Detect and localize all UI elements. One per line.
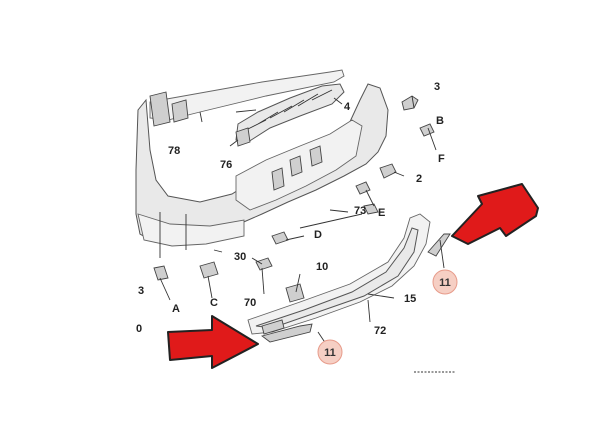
red-arrow-right-icon	[451, 183, 539, 245]
callout-0: 0	[136, 323, 142, 335]
red-arrow-bottom-icon	[167, 315, 259, 369]
bumper-cover	[135, 83, 389, 258]
callout-10: 10	[316, 261, 328, 273]
callout-e: E	[378, 207, 385, 219]
callout-3-left: 3	[138, 285, 144, 297]
callout-76: 76	[220, 159, 232, 171]
callout-f: F	[438, 153, 445, 165]
callout-d: D	[314, 229, 322, 241]
callout-3-top: 3	[434, 81, 440, 93]
callout-11-bottom: 11	[324, 347, 336, 359]
highlight-badge-right: 11	[432, 269, 458, 295]
callout-72: 72	[374, 325, 386, 337]
lower-diffuser	[247, 213, 431, 335]
callout-15: 15	[404, 293, 416, 305]
callout-11-right: 11	[439, 277, 451, 289]
callout-2: 2	[416, 173, 422, 185]
callout-73: 73	[354, 205, 366, 217]
clips-and-brackets	[153, 95, 435, 303]
callout-b: B	[436, 115, 444, 127]
callout-labels: 3 4 B 78 76 F 2 73 E D 30 10 3 A C 70 15…	[136, 81, 445, 337]
reinforcement-beam	[149, 69, 345, 127]
leader-lines	[159, 95, 445, 345]
trim-strips	[260, 233, 451, 343]
callout-a: A	[172, 303, 180, 315]
highlight-badge-bottom: 11	[317, 339, 343, 365]
callout-78: 78	[168, 145, 180, 157]
callout-c: C	[210, 297, 218, 309]
callout-4: 4	[344, 101, 351, 113]
callout-30: 30	[234, 251, 246, 263]
energy-absorber	[235, 83, 345, 147]
callout-70: 70	[244, 297, 256, 309]
